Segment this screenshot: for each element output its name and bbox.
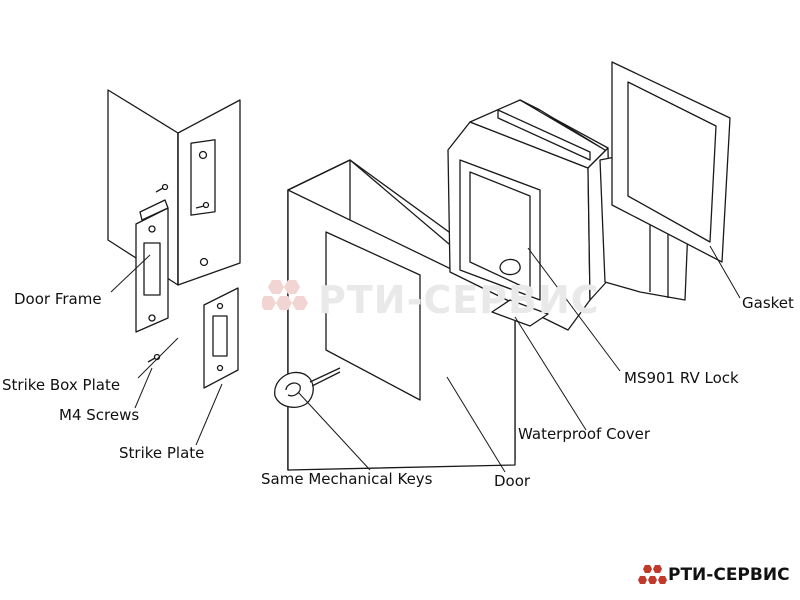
label-m4-screws: M4 Screws [59, 406, 140, 424]
label-door: Door [494, 472, 531, 490]
strike-plate-part [203, 287, 239, 389]
door-frame-part [107, 89, 241, 286]
label-strike-box-plate: Strike Box Plate [2, 376, 121, 394]
brand-logo-icon [638, 565, 667, 584]
label-door-frame: Door Frame [14, 290, 102, 308]
label-strike-plate: Strike Plate [119, 444, 205, 462]
gasket-part [611, 61, 731, 263]
label-ms901-rv-lock: MS901 RV Lock [624, 369, 739, 387]
lock-part [447, 99, 611, 331]
watermark-logo-icon [262, 280, 308, 310]
label-same-mechanical-keys: Same Mechanical Keys [261, 470, 433, 488]
label-gasket: Gasket [742, 294, 794, 312]
label-waterproof-cover: Waterproof Cover [518, 425, 651, 443]
strike-box-plate-part [135, 199, 169, 333]
brand-logo-text: РТИ-СЕРВИС [668, 565, 790, 585]
watermark-center-text: РТИ-СЕРВИС [318, 278, 600, 322]
